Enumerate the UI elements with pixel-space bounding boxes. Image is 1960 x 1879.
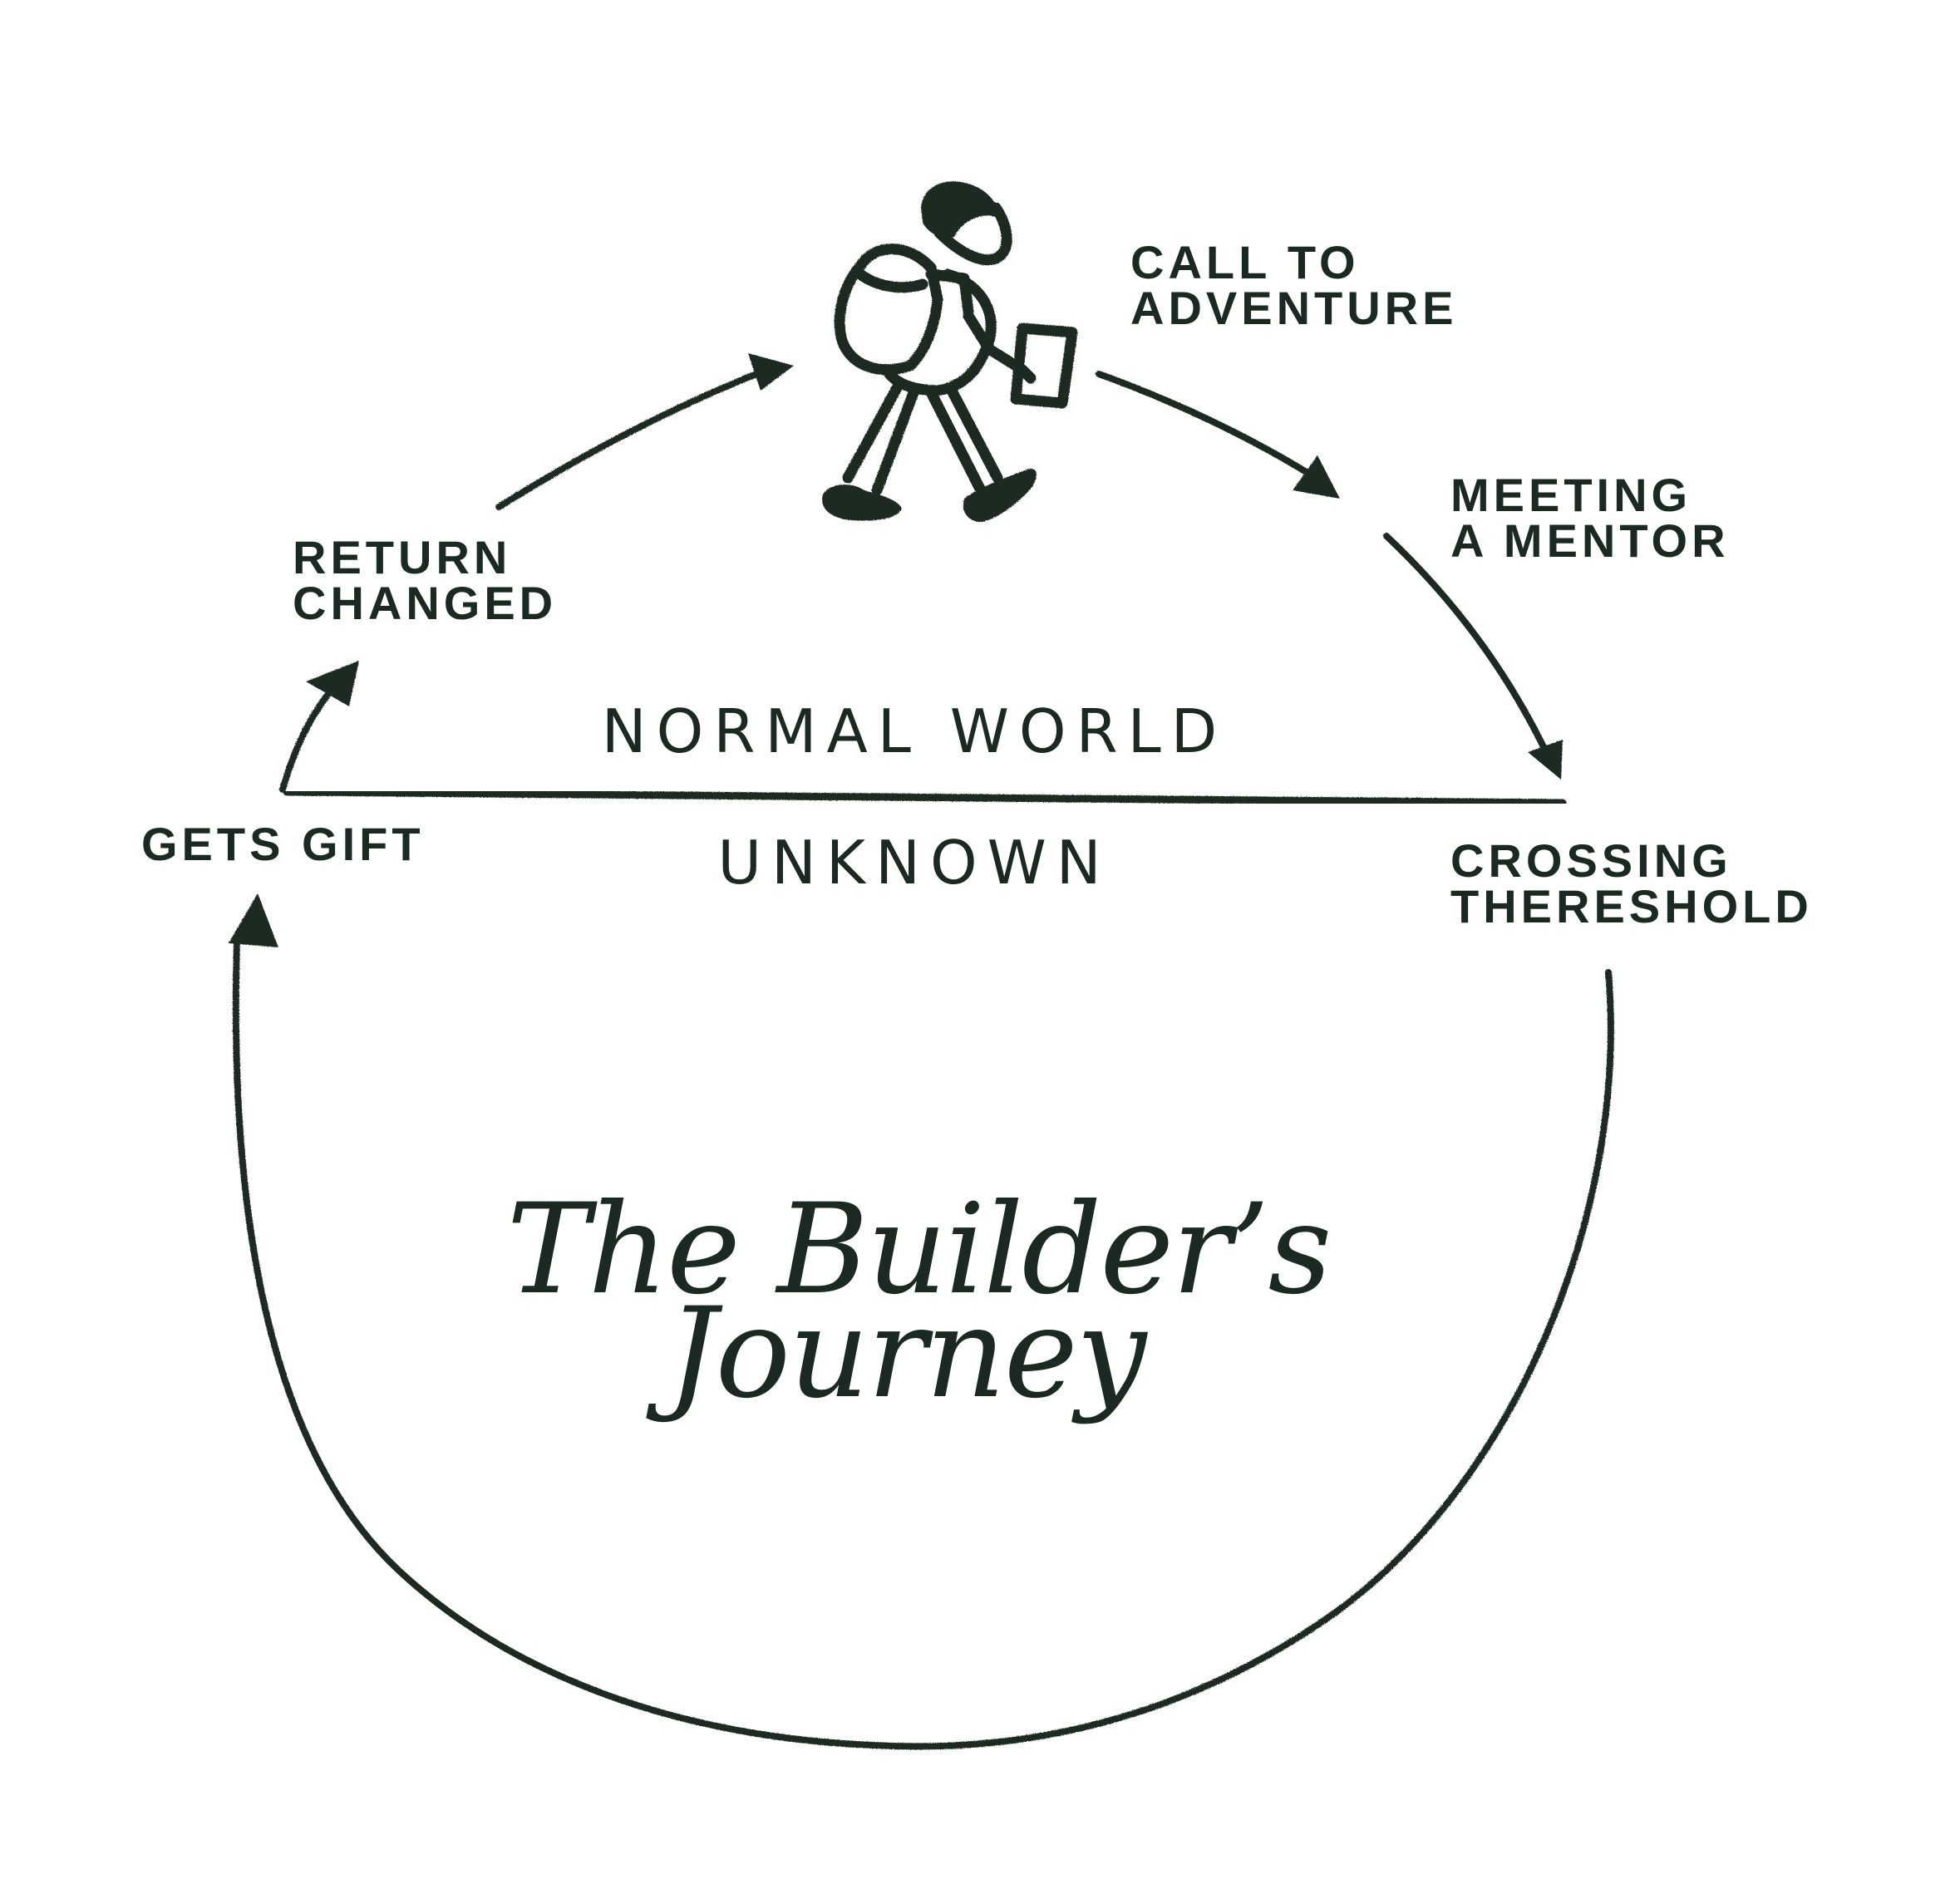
stage-call-to-adventure: CALL TO ADVENTURE (1130, 236, 1457, 334)
stage-crossing-threshold-line1: CROSSING (1450, 834, 1732, 887)
normal-world-label: NORMAL WORLD (602, 696, 1227, 766)
title-line1: The Builder’s (506, 1178, 1330, 1322)
stage-call-to-adventure-line1: CALL TO (1130, 236, 1360, 288)
stage-meeting-a-mentor-line2: A MENTOR (1450, 514, 1730, 567)
stage-return-changed: RETURN CHANGED (293, 531, 557, 629)
stage-call-to-adventure-line2: ADVENTURE (1130, 282, 1457, 334)
arrow-gift-to-return (279, 661, 359, 793)
stage-gets-gift-line1: GETS GIFT (141, 818, 425, 870)
unknown-label: UNKNOWN (717, 828, 1111, 898)
stage-meeting-a-mentor: MEETING A MENTOR (1450, 469, 1730, 567)
horizon-line (283, 788, 1567, 807)
hiker-with-backpack-icon (822, 181, 1078, 522)
arrow-return-to-hero (495, 353, 794, 510)
diagram-title: The Builder’s Journey (506, 1178, 1332, 1426)
stage-gets-gift: GETS GIFT (141, 818, 425, 870)
stage-meeting-a-mentor-line1: MEETING (1450, 469, 1692, 521)
stage-return-changed-line2: CHANGED (293, 577, 557, 629)
arrow-mentor-to-threshold (1383, 533, 1563, 780)
title-line2: Journey (646, 1281, 1149, 1426)
stage-crossing-threshold-line2: THERESHOLD (1450, 880, 1813, 932)
stage-crossing-threshold: CROSSING THERESHOLD (1450, 834, 1813, 932)
stage-return-changed-line1: RETURN (293, 531, 511, 583)
arrow-call-to-mentor (1096, 371, 1340, 499)
arrow-unknown-arc (229, 893, 1614, 1750)
